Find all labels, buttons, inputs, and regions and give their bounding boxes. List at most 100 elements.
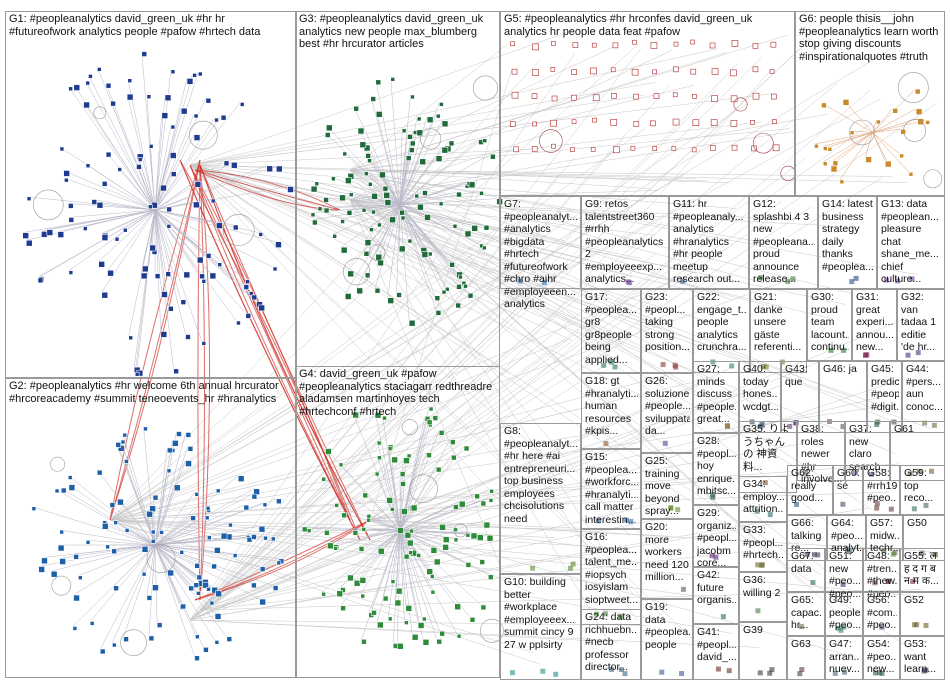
group-label: G7: #peopleanalyt... #analytics #bigdata… — [504, 198, 578, 311]
group-label: G4: david_green_uk #pafow #peopleanalyti… — [299, 368, 497, 418]
group-box-g60: G60: sé — [833, 465, 863, 515]
group-box-g40: G40: today hones... wcdgt... — [739, 361, 781, 433]
group-label: G14: latest business strategy daily than… — [822, 198, 874, 273]
group-label: G56: #com... #peo... — [867, 594, 897, 632]
group-box-g41: G41: #peopl... david_... — [693, 624, 739, 680]
group-label: G20: more workers need 120 million... — [645, 521, 690, 584]
group-box-g54: G54: #peo... new... — [863, 636, 900, 680]
group-box-g30: G30: proud team lacount... continu... — [807, 289, 852, 361]
group-label: G46: ja — [823, 363, 864, 376]
group-label: G11: hr #peopleanaly... analytics #hrana… — [673, 198, 746, 286]
group-box-g5: G5: #peopleanalytics #hr hrconfes david_… — [500, 11, 795, 196]
group-box-g12: G12: splashbi 4 3 new #peopleana... prou… — [749, 196, 818, 289]
group-label: G16: #peoplea... talent_me... #iopsych i… — [585, 531, 638, 606]
group-box-g23: G23: #peopl... taking strong position... — [641, 289, 693, 373]
group-label: G62: really good... — [791, 467, 830, 505]
group-label: G21: danke unsere gäste referenti... — [754, 291, 804, 354]
group-label: G54: #peo... new... — [867, 638, 897, 676]
group-label: G27: minds discuss #people... great... — [697, 363, 736, 426]
group-box-g65: G65: capac... hr... — [787, 592, 825, 636]
group-box-g62: G62: really good... — [787, 465, 833, 515]
group-label: G44: #pers... aun conoc... — [906, 363, 942, 413]
group-box-g7: G7: #peopleanalyt... #analytics #bigdata… — [500, 196, 581, 289]
group-box-g13: G13: data #peoplean... pleasure chat sha… — [877, 196, 945, 289]
group-label: G45: predic... #peop... #digit... — [871, 363, 899, 413]
group-label: G15: #peoplea... #workforc... #hranalyti… — [585, 451, 638, 526]
group-label: G57: midw... techr... — [870, 517, 900, 555]
group-label: G6: people thisis__john #peopleanalytics… — [799, 13, 942, 63]
group-label: G63 — [791, 638, 822, 651]
group-box-g3: G3: #peopleanalytics david_green_uk anal… — [295, 11, 500, 367]
group-box-g36: G36: willing 2 — [739, 572, 787, 622]
group-label: G12: splashbi 4 3 new #peopleana... prou… — [753, 198, 815, 286]
group-box-g28: G28: #peopl... hoy enrique... mbitsc... — [693, 433, 739, 505]
group-label: G18: gt #hranalyti... human resources #k… — [585, 375, 638, 438]
group-box-g63: G63 — [787, 636, 825, 680]
group-box-g11: G11: hr #peopleanaly... analytics #hrana… — [669, 196, 749, 289]
group-box-g56: G56: #com... #peo... — [863, 592, 900, 636]
group-label: G60: sé — [837, 467, 860, 492]
group-box-g29: G29: organiz... #peopl... jacobm core... — [693, 505, 739, 567]
group-box-g64: G64: #peo... analyt... — [827, 515, 866, 561]
group-label: G65: capac... hr... — [791, 594, 822, 632]
group-label: G5: #peopleanalytics #hr hrconfes david_… — [504, 13, 792, 38]
group-box-g24: G24: data richhuebn... #necb professor d… — [581, 609, 641, 680]
group-label: G2: #peopleanalytics #hr welcome 6th ann… — [9, 380, 294, 405]
group-box-g57: G57: midw... techr... — [866, 515, 903, 561]
group-label: G47: arran... nuev... — [829, 638, 860, 676]
group-label: G40: today hones... wcdgt... — [743, 363, 778, 413]
group-box-g2: G2: #peopleanalytics #hr welcome 6th ann… — [5, 378, 297, 678]
group-label: G26: soluzione #people... sviluppata da.… — [645, 375, 690, 438]
group-box-g27: G27: minds discuss #people... great... — [693, 361, 739, 433]
group-box-g43: G43: que — [781, 361, 819, 433]
group-box-g46: G46: ja — [819, 361, 867, 433]
group-box-g55: G55: ल ह द ग ब न म क... — [900, 548, 945, 592]
group-label: G67: data — [791, 550, 822, 575]
group-label: G50 — [907, 517, 942, 530]
group-label: G39 — [743, 624, 784, 637]
group-label: G22: engage_t... people analytics crunch… — [697, 291, 747, 354]
group-box-g20: G20: more workers need 120 million... — [641, 519, 693, 599]
group-box-g31: G31: great experi... annou... new... — [852, 289, 897, 361]
group-box-g6: G6: people thisis__john #peopleanalytics… — [795, 11, 945, 196]
group-label: G61 — [894, 423, 942, 436]
group-label: G29: organiz... #peopl... jacobm core... — [697, 507, 736, 570]
group-box-g53: G53: want learn... — [900, 636, 945, 680]
group-box-g19: G19: data #peoplea... people — [641, 599, 693, 680]
group-label: G55: ल ह द ग ब न म क... — [904, 550, 942, 588]
group-label: G8: #peopleanalyt... #hr here #ai entrep… — [504, 425, 578, 525]
group-label: G9: retos talentstreet360 #rrhh #peoplea… — [585, 198, 666, 286]
group-label: G3: #peopleanalytics david_green_uk anal… — [299, 13, 497, 51]
group-box-g4: G4: david_green_uk #pafow #peopleanalyti… — [295, 366, 500, 678]
group-box-g39: G39 — [739, 622, 787, 680]
group-box-g17: G17: #peoplea... gr8 gr8people being app… — [581, 289, 641, 373]
group-label: G17: #peoplea... gr8 gr8people being app… — [585, 291, 638, 366]
group-label: G64: #peo... analyt... — [831, 517, 863, 555]
group-box-g18: G18: gt #hranalyti... human resources #k… — [581, 373, 641, 449]
group-label: G10: building better #workplace #employe… — [504, 576, 578, 651]
group-box-g32: G32: van tadaa 1 editie 'de hr... — [897, 289, 945, 361]
group-box-g25: G25: training move beyond spray... — [641, 453, 693, 519]
group-label: G23: #peopl... taking strong position... — [645, 291, 690, 354]
group-box-g52: G52 — [900, 592, 945, 636]
group-label: G33: #peopl... #hrtech... — [743, 524, 784, 562]
group-label: G28: #peopl... hoy enrique... mbitsc... — [697, 435, 736, 498]
group-box-g61: G61 — [890, 421, 945, 481]
group-label: G43: que — [785, 363, 816, 388]
group-label: G13: data #peoplean... pleasure chat sha… — [881, 198, 942, 286]
group-label: G32: van tadaa 1 editie 'de hr... — [901, 291, 942, 354]
group-box-g26: G26: soluzione #people... sviluppata da.… — [641, 373, 693, 453]
group-box-g33: G33: #peopl... #hrtech... — [739, 522, 787, 572]
group-box-g47: G47: arran... nuev... — [825, 636, 863, 680]
group-label: G30: proud team lacount... continu... — [811, 291, 849, 354]
group-label: G52 — [904, 594, 942, 607]
group-label: G36: willing 2 — [743, 574, 784, 599]
group-label: G19: data #peoplea... people — [645, 601, 690, 651]
group-box-g1: G1: #peopleanalytics david_green_uk #hr … — [5, 11, 297, 378]
group-label: G31: great experi... annou... new... — [856, 291, 894, 354]
group-label: G1: #peopleanalytics david_green_uk #hr … — [9, 13, 294, 38]
group-box-g42: G42: future organis... — [693, 567, 739, 624]
group-box-g67: G67: data — [787, 548, 825, 592]
